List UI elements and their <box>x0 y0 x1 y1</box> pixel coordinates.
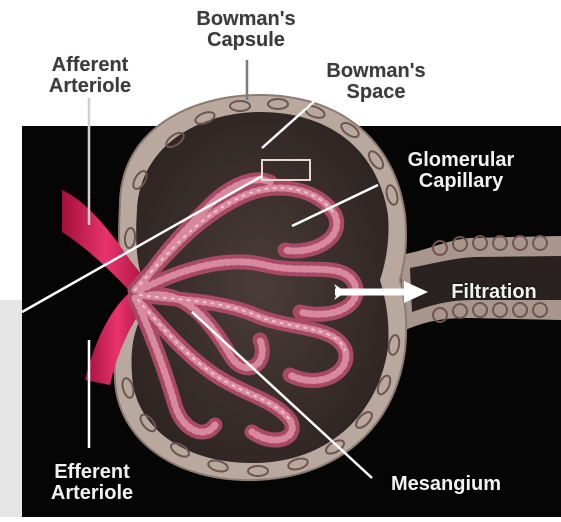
label-bowmans-space: Bowman's Space <box>300 61 452 103</box>
label-glomerular-capillary: Glomerular Capillary <box>378 150 544 192</box>
label-filtration: Filtration <box>430 282 558 303</box>
label-bowmans-capsule: Bowman's Capsule <box>170 9 322 51</box>
label-efferent-arteriole: Efferent Arteriole <box>30 462 154 504</box>
label-afferent-arteriole: Afferent Arteriole <box>28 55 152 97</box>
label-mesangium: Mesangium <box>366 474 526 495</box>
left-page-strip <box>0 300 22 517</box>
